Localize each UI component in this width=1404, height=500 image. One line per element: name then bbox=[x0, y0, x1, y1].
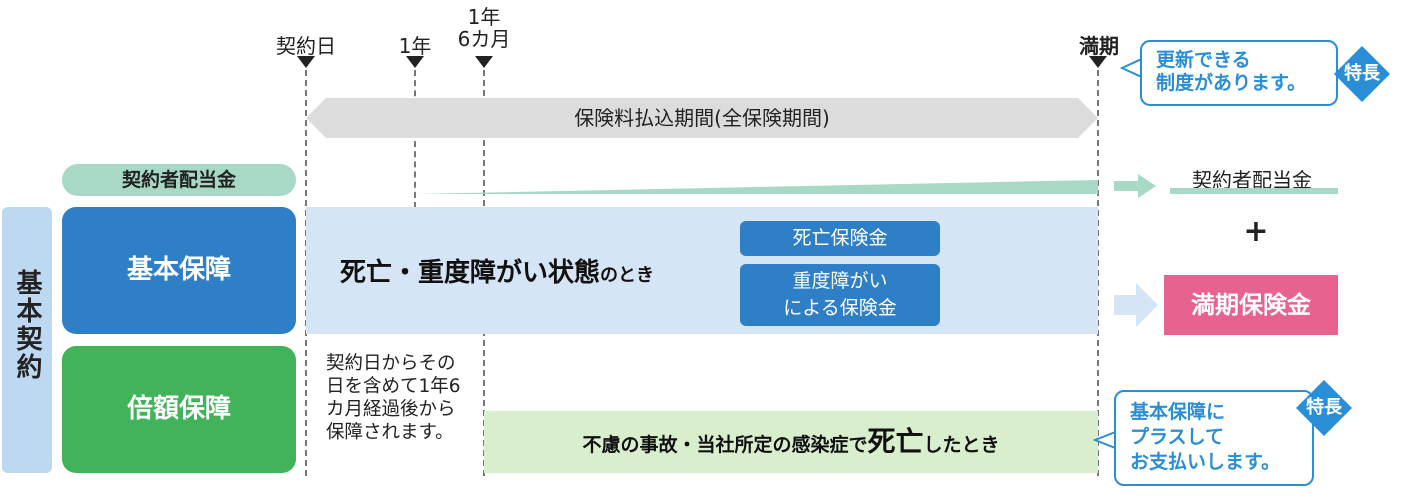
feature-badge-bottom-shape bbox=[1296, 380, 1352, 436]
marker-maturity bbox=[1089, 56, 1107, 68]
dividend-arrow-icon bbox=[1114, 174, 1156, 198]
maturity-benefit-box: 満期保険金 bbox=[1164, 275, 1338, 335]
callout-renewable: 更新できる 制度があります。 bbox=[1140, 40, 1338, 106]
disability-benefit-line2: による保険金 bbox=[783, 297, 897, 319]
callout-double-line3: お支払いします。 bbox=[1130, 451, 1281, 473]
basic-coverage-label: 基本保障 bbox=[62, 207, 296, 334]
premium-period-arrow-shape bbox=[306, 98, 1098, 138]
timeline-one-year-six-months-label: 1年 6カ月 bbox=[452, 6, 516, 50]
plus-sign: + bbox=[1243, 214, 1269, 249]
premium-period-label: 保険料払込期間(全保険期間) bbox=[574, 106, 830, 130]
dividend-accumulation-wedge bbox=[416, 180, 1098, 194]
double-coverage-condition: 不慮の事故・当社所定の感染症で死亡したとき bbox=[484, 411, 1098, 473]
death-benefit-box: 死亡保険金 bbox=[740, 221, 940, 256]
double-note-line: 契約日からその bbox=[326, 353, 456, 374]
feature-badge-top-label: 特長 bbox=[1344, 63, 1380, 84]
basic-coverage-band bbox=[306, 207, 1098, 334]
premium-period-arrow: 保険料払込期間(全保険期間) bbox=[306, 98, 1098, 138]
timeline-one-year-label: 1年 bbox=[398, 34, 432, 58]
timeline-one-year-six-months-line1: 1年 bbox=[467, 5, 501, 29]
basic-condition-suffix: のとき bbox=[600, 265, 655, 286]
double-coverage-label: 倍額保障 bbox=[62, 346, 296, 473]
feature-badge-bottom: 特長 bbox=[1296, 380, 1352, 436]
double-note-line: カ月経過後から bbox=[326, 399, 456, 420]
basic-coverage-condition: 死亡・重度障がい状態のとき bbox=[340, 252, 654, 289]
right-dividend-underline bbox=[1170, 188, 1338, 194]
callout-renewable-text: 更新できる 制度があります。 bbox=[1156, 49, 1306, 95]
disability-benefit-box: 重度障がい による保険金 bbox=[740, 264, 940, 326]
callout-renewable-line1: 更新できる bbox=[1156, 49, 1251, 71]
feature-badge-top: 特長 bbox=[1334, 46, 1390, 102]
timeline-contract-day-label: 契約日 bbox=[276, 34, 336, 58]
callout-double-benefit-text: 基本保障に プラスして お支払いします。 bbox=[1130, 400, 1280, 475]
double-condition-prefix: 不慮の事故・当社所定の感染症で bbox=[582, 434, 868, 456]
callout-double-line2: プラスして bbox=[1130, 426, 1225, 448]
double-note-line: 日を含めて1年6 bbox=[326, 376, 461, 397]
marker-contract-day bbox=[297, 56, 315, 68]
maturity-arrow-icon bbox=[1114, 283, 1158, 327]
double-condition-big: 死亡 bbox=[867, 425, 924, 458]
callout-double-line1: 基本保障に bbox=[1130, 401, 1226, 423]
dividend-row-label: 契約者配当金 bbox=[62, 164, 296, 196]
basic-condition-main: 死亡・重度障がい状態 bbox=[340, 258, 601, 288]
callout-renewable-line2: 制度があります。 bbox=[1156, 72, 1307, 94]
timeline-one-year-six-months-line2: 6カ月 bbox=[457, 27, 511, 51]
guide-line-one-year bbox=[414, 70, 416, 208]
double-condition-suffix: したとき bbox=[923, 434, 1000, 456]
basic-contract-side-label: 基本契約 bbox=[2, 207, 52, 473]
marker-one-year bbox=[406, 56, 424, 68]
basic-contract-side-text: 基本契約 bbox=[12, 269, 42, 381]
feature-badge-top-shape bbox=[1334, 46, 1390, 102]
disability-benefit-line1: 重度障がい bbox=[792, 270, 888, 292]
feature-badge-bottom-label: 特長 bbox=[1306, 397, 1342, 418]
callout-double-benefit: 基本保障に プラスして お支払いします。 bbox=[1114, 390, 1314, 486]
guide-line-maturity bbox=[1097, 70, 1099, 476]
timeline-maturity-label: 満期 bbox=[1079, 34, 1119, 58]
marker-one-year-six-months bbox=[475, 56, 493, 68]
double-coverage-note: 契約日からその 日を含めて1年6 カ月経過後から 保障されます。 bbox=[326, 352, 484, 444]
double-note-line: 保障されます。 bbox=[326, 422, 454, 443]
double-coverage-band bbox=[484, 411, 1098, 473]
